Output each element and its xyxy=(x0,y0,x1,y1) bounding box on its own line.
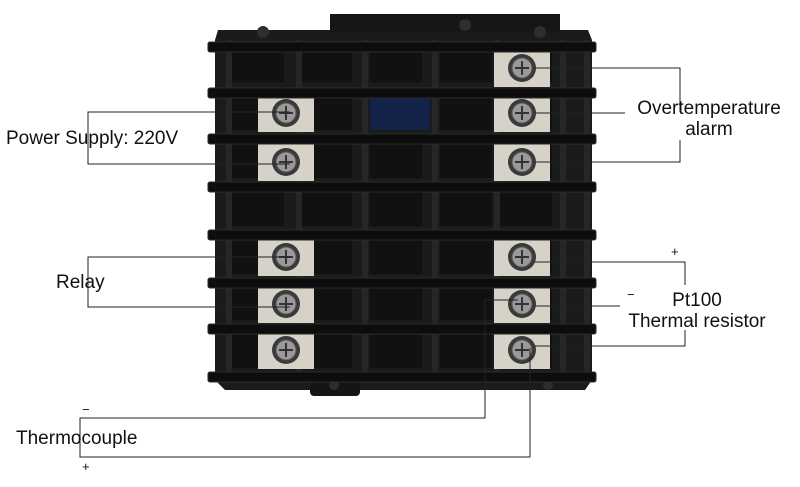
relay-leader xyxy=(87,256,290,308)
slot-cavity xyxy=(440,50,492,82)
vertical-rib xyxy=(296,40,302,380)
overtemperature-line2: alarm xyxy=(685,119,733,140)
slot-cavity xyxy=(440,190,492,226)
separator-bar xyxy=(207,277,597,289)
slot-cavity xyxy=(370,50,422,82)
pt100-minus-sign: − xyxy=(627,287,635,302)
slot-cavity xyxy=(440,94,492,130)
separator-bar xyxy=(207,87,597,99)
overtemperature-line1: Overtemperature xyxy=(637,98,781,119)
vertical-rib xyxy=(226,40,232,380)
pt100-line2: Thermal resistor xyxy=(628,311,766,332)
separator-bar xyxy=(207,41,597,53)
slot-cavity xyxy=(440,286,492,320)
slot-cavity xyxy=(500,190,552,226)
thermocouple-plus-sign: + xyxy=(82,459,90,474)
separator-bars xyxy=(207,41,597,383)
pt100-leader xyxy=(535,261,686,347)
slot-cavity xyxy=(440,332,492,368)
slot-cavity xyxy=(440,238,492,274)
slot-cavity xyxy=(370,238,422,274)
thermocouple-minus-sign: − xyxy=(82,402,90,417)
slot-cavity xyxy=(370,286,422,320)
slot-cavity xyxy=(370,190,422,226)
overtemperature-alarm-label: Overtemperature alarm xyxy=(624,98,794,140)
slot-cavity xyxy=(300,190,352,226)
leader-lines xyxy=(79,67,686,458)
slot-cavity xyxy=(440,142,492,178)
power-supply-leader xyxy=(87,111,290,165)
slot-cavity xyxy=(232,50,284,82)
separator-bar xyxy=(207,323,597,335)
slot-cavity xyxy=(300,50,352,82)
thermocouple-label: Thermocouple xyxy=(16,428,138,449)
vertical-rib xyxy=(362,40,368,380)
inner-component xyxy=(370,94,430,130)
pt100-thermal-resistor-label: Pt100 Thermal resistor xyxy=(612,290,782,332)
vertical-rib xyxy=(494,40,500,380)
vertical-rib xyxy=(432,40,438,380)
power-supply-label: Power Supply: 220V xyxy=(6,128,179,149)
pt100-line1: Pt100 xyxy=(672,290,722,311)
separator-bar xyxy=(207,133,597,145)
separator-bar xyxy=(207,371,597,383)
vertical-rib xyxy=(584,40,590,380)
relay-label: Relay xyxy=(56,272,105,293)
slot-cavity xyxy=(232,190,284,226)
thermocouple-leader xyxy=(79,299,531,458)
slot-cavity xyxy=(370,332,422,368)
vertical-rib xyxy=(560,40,566,380)
separator-bar xyxy=(207,181,597,193)
pt100-plus-sign: + xyxy=(671,244,679,259)
separator-bar xyxy=(207,229,597,241)
slot-cavity xyxy=(370,142,422,178)
overtemp-alarm-leader xyxy=(535,67,681,163)
